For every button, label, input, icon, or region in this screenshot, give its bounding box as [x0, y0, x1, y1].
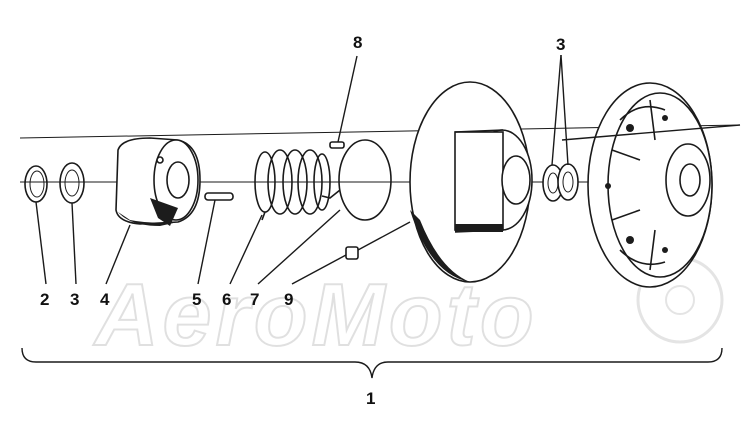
part-2-snap-ring	[24, 165, 48, 203]
movable-sheave	[409, 81, 533, 283]
callout-4: 4	[100, 290, 110, 309]
part-6-spring	[254, 149, 331, 221]
callout-6: 6	[222, 290, 231, 309]
callout-5: 5	[192, 290, 201, 309]
callout-9: 9	[284, 290, 293, 309]
part-4-cam	[115, 137, 201, 226]
callout-8: 8	[353, 33, 362, 52]
part-9-bushing	[345, 246, 359, 260]
callout-7: 7	[250, 290, 259, 309]
part-7-retainer	[321, 139, 392, 221]
callout-2: 2	[40, 290, 49, 309]
callout-3-bearings: 3	[556, 35, 565, 54]
part-5-key	[204, 192, 234, 201]
part-3-washer	[59, 162, 85, 204]
part-8-pin	[329, 141, 345, 149]
fixed-sheave	[587, 82, 713, 288]
callouts: 2 3 4 5 6 7 9 8 3 1	[40, 33, 565, 408]
leader-lines	[35, 54, 741, 285]
callout-3: 3	[70, 290, 79, 309]
callout-1: 1	[366, 389, 375, 408]
part-3-bearings	[542, 163, 579, 202]
assembly-bracket	[21, 347, 723, 379]
